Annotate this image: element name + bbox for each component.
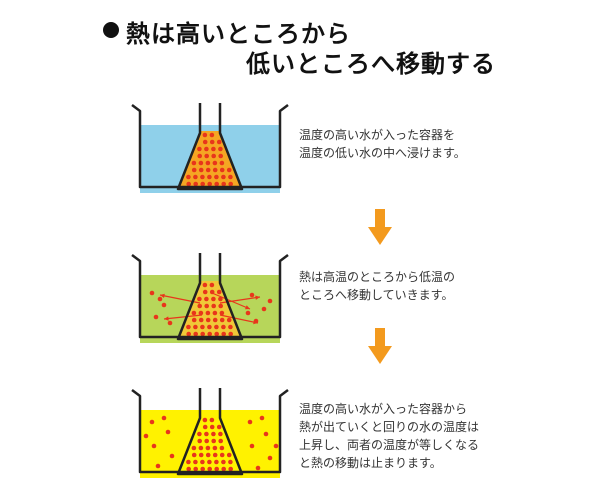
step-2-line-1: 熱は高温のところから低温の: [299, 270, 456, 284]
title-line-2: 低いところへ移動する: [246, 50, 496, 78]
flask-outline: [176, 253, 244, 341]
inner-water: [178, 131, 242, 189]
step-3-line-2: 熱が出ていくと回りの水の温度は: [299, 420, 480, 434]
flask-outline: [176, 103, 244, 191]
step-3-line-3: 上昇し、両者の温度が等しくなる: [299, 438, 480, 452]
down-arrow-icon-1: [368, 209, 392, 245]
title-block: 熱は高いところから 低いところへ移動する: [0, 0, 600, 80]
heat-dots: [186, 132, 233, 187]
down-arrow-icon-2: [368, 328, 392, 364]
heat-dots: [143, 415, 279, 472]
heat-dots: [149, 282, 273, 337]
step-1-line-2: 温度の低い水の中へ浸けます。: [299, 146, 466, 160]
beaker-diagram-2: [130, 253, 290, 343]
beaker-diagram-3: [130, 388, 290, 478]
flask-outline: [176, 388, 244, 476]
container-outline: [131, 389, 289, 474]
container-outline: [131, 254, 289, 339]
container-outline: [131, 104, 289, 189]
step-1-line-1: 温度の高い水が入った容器を: [299, 128, 456, 142]
step-1-text: 温度の高い水が入った容器を 温度の低い水の中へ浸けます。: [299, 126, 466, 162]
step-2-text: 熱は高温のところから低温の ところへ移動していきます。: [299, 268, 455, 304]
step-3-text: 温度の高い水が入った容器から 熱が出ていくと回りの水の温度は 上昇し、両者の温度…: [299, 400, 479, 472]
title-line-1: 熱は高いところから: [126, 20, 351, 48]
beaker-diagram-1: [130, 103, 290, 193]
inner-water: [178, 281, 242, 339]
step-3-line-1: 温度の高い水が入った容器から: [299, 402, 468, 416]
inner-water: [178, 416, 242, 474]
title-bullet-icon: [103, 22, 119, 38]
step-2-line-2: ところへ移動していきます。: [299, 288, 454, 302]
step-3-line-4: と熱の移動は止まります。: [299, 456, 442, 470]
